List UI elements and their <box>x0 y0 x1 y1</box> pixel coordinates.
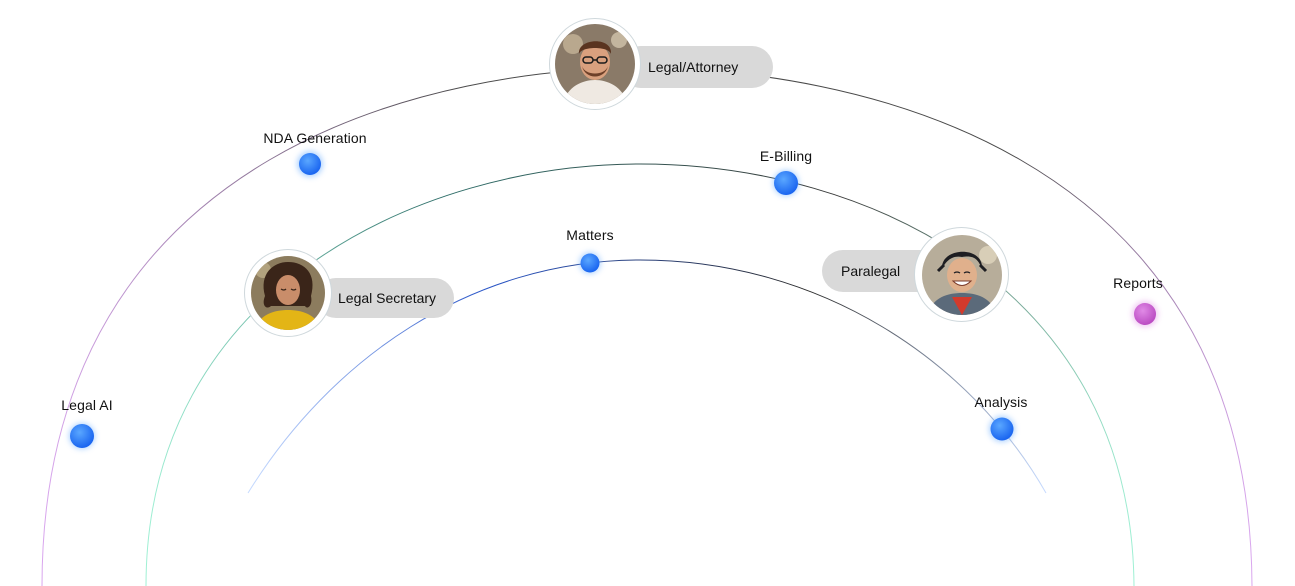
inner-orbit <box>247 259 1047 494</box>
node-label-legal-ai: Legal AI <box>61 397 113 413</box>
dot-reports <box>1132 301 1158 327</box>
outer-orbit <box>41 67 1253 586</box>
node-label-e-billing: E-Billing <box>759 148 813 164</box>
dot-nda-generation <box>297 151 323 177</box>
role-label-attorney: Legal/Attorney <box>648 59 739 75</box>
dot-e-billing <box>773 170 799 196</box>
node-label-analysis: Analysis <box>974 394 1028 410</box>
dot-legal-ai <box>69 423 95 449</box>
dot-analysis <box>989 416 1015 442</box>
middle-orbit <box>145 163 1135 586</box>
role-pill-attorney[interactable]: Legal/Attorney <box>620 46 773 88</box>
node-label-reports: Reports <box>1113 275 1163 291</box>
role-avatar-attorney[interactable] <box>549 18 641 110</box>
person-avatar-icon <box>921 234 1002 315</box>
dot-matters <box>579 252 601 274</box>
role-label-secretary: Legal Secretary <box>338 290 437 306</box>
role-avatar-paralegal[interactable] <box>914 227 1009 322</box>
person-avatar-icon <box>555 24 635 104</box>
person-avatar-icon <box>251 256 325 330</box>
node-label-nda-generation: NDA Generation <box>263 130 367 146</box>
role-label-paralegal: Paralegal <box>841 263 901 279</box>
role-pill-secretary[interactable]: Legal Secretary <box>316 278 454 318</box>
role-avatar-secretary[interactable] <box>244 249 332 337</box>
node-label-matters: Matters <box>566 227 614 243</box>
